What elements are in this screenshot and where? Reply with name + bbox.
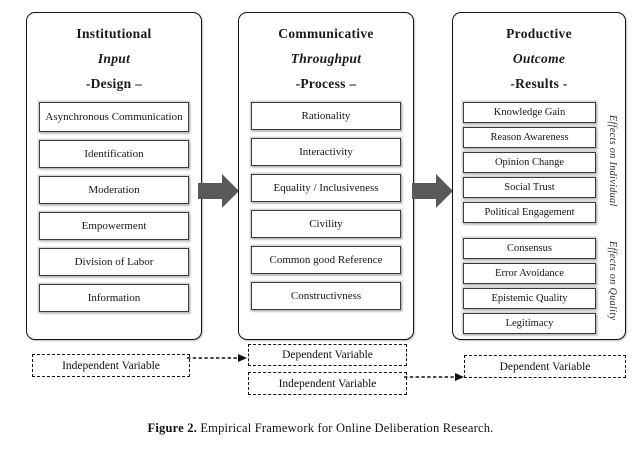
item-box: Identification bbox=[39, 140, 189, 168]
flow-arrow-icon bbox=[198, 174, 239, 208]
productive-item-list: Knowledge Gain Reason Awareness Opinion … bbox=[453, 102, 606, 334]
panel-mode-label: -Results - bbox=[510, 76, 568, 91]
item-box: Asynchronous Communication bbox=[39, 102, 189, 132]
dashed-arrow-icon bbox=[404, 373, 464, 381]
flow-arrow-shape bbox=[412, 174, 453, 208]
item-box: Interactivity bbox=[251, 138, 401, 166]
item-box: Social Trust bbox=[463, 177, 596, 198]
panel-mode-label: -Design – bbox=[85, 76, 143, 91]
item-box: Political Engagement bbox=[463, 202, 596, 223]
item-box: Division of Labor bbox=[39, 248, 189, 276]
panel-title: Productive bbox=[506, 26, 572, 41]
effects-on-individual-label: Effects on Individual bbox=[607, 115, 618, 207]
item-box: Knowledge Gain bbox=[463, 102, 596, 123]
panel-title: Institutional bbox=[76, 26, 152, 41]
group-divider-gap bbox=[463, 227, 596, 234]
dashed-arrow-head bbox=[455, 373, 464, 381]
item-box: Epistemic Quality bbox=[463, 288, 596, 309]
item-box: Equality / Inclusiveness bbox=[251, 174, 401, 202]
effects-on-quality-label: Effects on Quality bbox=[607, 241, 618, 321]
item-box: Error Avoidance bbox=[463, 263, 596, 284]
panel-subtitle: Outcome bbox=[512, 51, 566, 66]
panel-title: Communicative bbox=[278, 26, 374, 41]
panel-header: Productive Outcome -Results - bbox=[453, 13, 625, 96]
institutional-item-list: Asynchronous Communication Identificatio… bbox=[27, 102, 201, 312]
item-box: Common good Reference bbox=[251, 246, 401, 274]
item-box: Legitimacy bbox=[463, 313, 596, 334]
figure-caption-text: Empirical Framework for Online Deliberat… bbox=[197, 421, 494, 435]
item-box: Information bbox=[39, 284, 189, 312]
panel-communicative-throughput: Communicative Throughput -Process – Rati… bbox=[238, 12, 414, 340]
independent-variable-box-communicative: Independent Variable bbox=[248, 372, 407, 395]
panel-header: Institutional Input -Design – bbox=[27, 13, 201, 96]
panel-institutional-input: Institutional Input -Design – Asynchrono… bbox=[26, 12, 202, 340]
figure-caption: Figure 2. Empirical Framework for Online… bbox=[0, 421, 641, 436]
communicative-item-list: Rationality Interactivity Equality / Inc… bbox=[239, 102, 413, 310]
item-box: Constructivness bbox=[251, 282, 401, 310]
item-box: Opinion Change bbox=[463, 152, 596, 173]
independent-variable-box-institutional: Independent Variable bbox=[32, 354, 190, 377]
panel-header: Communicative Throughput -Process – bbox=[239, 13, 413, 96]
item-box: Empowerment bbox=[39, 212, 189, 240]
flow-arrow-shape bbox=[198, 174, 239, 208]
item-box: Moderation bbox=[39, 176, 189, 204]
panel-subtitle: Input bbox=[97, 51, 131, 66]
flow-arrow-icon bbox=[412, 174, 453, 208]
panel-mode-label: -Process – bbox=[295, 76, 357, 91]
dashed-arrow-icon bbox=[187, 354, 247, 362]
dependent-variable-box-productive: Dependent Variable bbox=[464, 355, 626, 378]
panel-subtitle: Throughput bbox=[290, 51, 362, 66]
figure-caption-label: Figure 2. bbox=[147, 421, 197, 435]
dashed-arrow-head bbox=[238, 354, 247, 362]
panel-productive-outcome: Productive Outcome -Results - Knowledge … bbox=[452, 12, 626, 340]
item-box: Consensus bbox=[463, 238, 596, 259]
item-box: Civility bbox=[251, 210, 401, 238]
item-box: Rationality bbox=[251, 102, 401, 130]
dependent-variable-box-communicative: Dependent Variable bbox=[248, 344, 407, 366]
item-box: Reason Awareness bbox=[463, 127, 596, 148]
